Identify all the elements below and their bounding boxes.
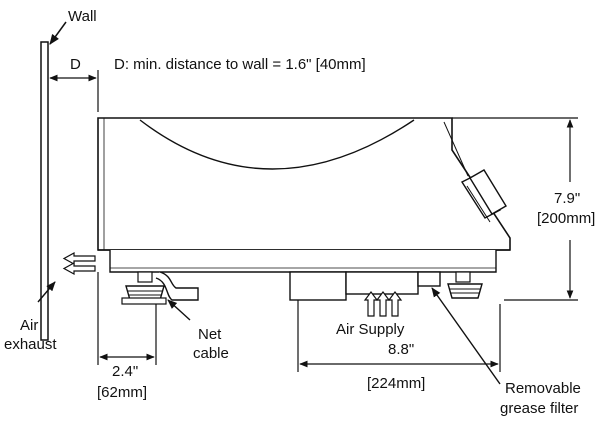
width-mm-label: [224mm]: [367, 375, 425, 392]
offset-mm-label: [62mm]: [97, 384, 147, 401]
width-in-label: 8.8": [388, 341, 414, 358]
control-knob: [460, 169, 507, 223]
height-mm-label: [200mm]: [537, 210, 595, 227]
air-exhaust-arrows: [62, 251, 96, 276]
wall: [40, 41, 49, 341]
air-supply-arrows: [363, 291, 403, 317]
net-cable-label-line1: Net: [198, 326, 222, 343]
height-in-label: 7.9": [554, 190, 580, 207]
air-supply-label: Air Supply: [336, 321, 405, 338]
air-intake-module: [289, 271, 441, 301]
grease-filter-leader: [431, 287, 501, 385]
air-exhaust-label-line2: exhaust: [4, 336, 57, 353]
right-foot: [447, 271, 483, 299]
device-body: [97, 117, 511, 251]
net-cable-label-line2: cable: [193, 345, 229, 362]
grease-filter-label-line2: grease filter: [500, 400, 578, 417]
air-exhaust-label-line1: Air: [20, 317, 38, 334]
wall-label: Wall: [68, 8, 97, 25]
grease-filter-label-line1: Removable: [505, 380, 581, 397]
offset-in-label: 2.4": [112, 363, 138, 380]
d-dimension: [49, 70, 99, 112]
height-dimension: [452, 117, 578, 301]
width-dimension: [297, 300, 501, 372]
offset-dimension: [97, 272, 157, 365]
base-plate: [109, 250, 497, 273]
d-marker: D: [70, 56, 81, 73]
d-note: D: min. distance to wall = 1.6" [40mm]: [114, 56, 366, 73]
wall-leader: [49, 21, 67, 45]
net-cable: [155, 271, 199, 301]
left-foot: [121, 271, 167, 305]
air-exhaust-leader: [37, 281, 56, 303]
net-cable-leader: [167, 299, 191, 321]
